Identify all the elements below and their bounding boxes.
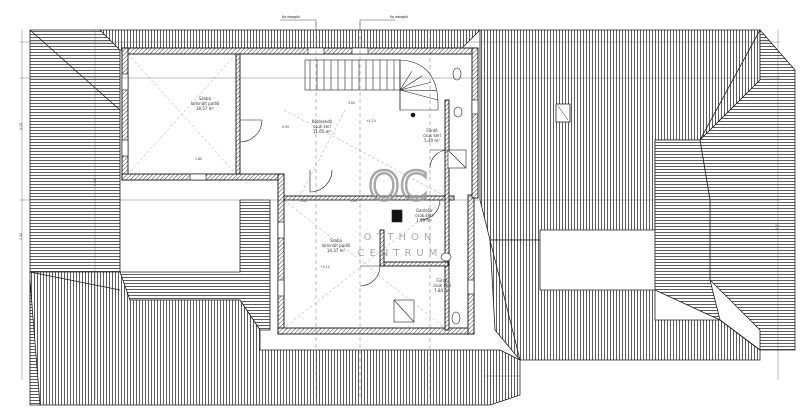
svg-text:14,37 m²: 14,37 m² — [327, 248, 346, 253]
roof-plan — [29, 28, 796, 406]
sink-2 — [440, 252, 452, 262]
watermark-line1: OTTHON — [364, 232, 437, 243]
dim-6: 1.20 — [93, 179, 97, 186]
svg-text:Fürdő: Fürdő — [436, 278, 448, 283]
wall-left — [121, 47, 129, 181]
room-furdo-1: Fürdő csúk kerí 5,49 m² — [423, 128, 442, 143]
dim-4: 2.60 — [300, 199, 307, 203]
roof-bottom-left-hip — [29, 279, 41, 406]
roof-top-center — [99, 29, 481, 51]
window-right-2 — [467, 279, 475, 295]
dim-5: 0.90 — [282, 125, 289, 129]
dimension-lines — [20, 22, 780, 400]
toilet-1 — [452, 67, 462, 81]
door-arc-2 — [309, 169, 333, 193]
level-mark-3: +4.10 — [405, 195, 415, 199]
toilet-2 — [451, 311, 461, 325]
window-right-1 — [471, 99, 479, 115]
wall-right-lower — [467, 194, 475, 335]
watermark-line2: CENTRUM — [358, 248, 443, 259]
room-diagonals — [127, 53, 446, 329]
room-szoba-2: Szoba laminált padló 14,37 m² — [322, 238, 351, 253]
dim-1: 3.60 — [348, 101, 355, 105]
room-szoba-1: Szoba laminált padló 18,57 m² — [191, 96, 220, 111]
dim-3: 3.80 — [350, 199, 357, 203]
room-kozlekedo: Közlekedő csúk kerí 11,65 m² — [312, 119, 333, 134]
svg-text:5,49 m²: 5,49 m² — [424, 138, 440, 143]
level-mark-1: +4.10 — [366, 119, 376, 123]
cabinet — [391, 209, 403, 223]
svg-text:laminált padló: laminált padló — [191, 101, 220, 106]
bathroom-fixtures — [391, 67, 467, 325]
callout-left: Ko dwaglki — [282, 15, 300, 19]
svg-text:7,84 m²: 7,84 m² — [434, 288, 450, 293]
svg-text:Közlekedő: Közlekedő — [312, 119, 333, 124]
svg-text:Szoba: Szoba — [199, 96, 212, 101]
svg-text:csúk kerí: csúk kerí — [415, 213, 434, 218]
svg-text:csúk kerí: csúk kerí — [313, 124, 332, 129]
wall-partition-1 — [235, 53, 241, 175]
sink-1 — [453, 106, 463, 118]
watermark: OC OTTHON CENTRUM — [358, 163, 443, 259]
wall-partition-4 — [379, 261, 449, 267]
svg-text:1,99 m²: 1,99 m² — [416, 218, 432, 223]
door-arc-1 — [239, 119, 263, 143]
svg-text:18,57 m²: 18,57 m² — [196, 106, 215, 111]
dim-9: 3.45 — [775, 223, 779, 230]
roof-top-left — [29, 29, 121, 273]
roof-right-hip — [699, 28, 796, 351]
window-inner-2 — [277, 279, 285, 297]
room-labels: Szoba laminált padló 18,57 m² Közlekedő … — [191, 96, 452, 293]
svg-text:Fürdő: Fürdő — [426, 128, 438, 133]
level-marks: +4.10 +4.10 +4.10 — [320, 119, 415, 269]
callout-right: Ko dwaglki — [390, 15, 408, 19]
wall-inner-left — [277, 173, 285, 335]
dimension-labels: 3.60 1.80 3.80 2.60 0.90 1.20 2.40 4.10 … — [19, 101, 779, 240]
svg-text:Szoba: Szoba — [330, 238, 343, 243]
wall-right-upper — [471, 47, 479, 199]
window-left-1 — [121, 73, 129, 91]
svg-text:csúk kerí: csúk kerí — [423, 133, 442, 138]
callouts: Ko dwaglki Ko dwaglki — [280, 15, 408, 30]
watermark-logo: OC — [368, 164, 427, 210]
window-left-2 — [121, 139, 129, 157]
dim-8: 4.10 — [19, 123, 23, 130]
room-gardrob: Gardrób csúk kerí 1,99 m² — [415, 208, 434, 223]
svg-text:11,65 m²: 11,65 m² — [313, 129, 332, 134]
svg-text:laminált padló: laminált padló — [322, 243, 351, 248]
wall-partition-5 — [379, 229, 385, 267]
window-inner-1 — [277, 221, 285, 239]
dim-7: 2.40 — [19, 233, 23, 240]
dim-2: 1.80 — [195, 157, 202, 161]
level-mark-2: +4.10 — [320, 265, 330, 269]
floor-area — [125, 52, 475, 330]
svg-text:Gardrób: Gardrób — [416, 208, 433, 213]
door-arc-3 — [359, 265, 381, 287]
roof-right-wing — [654, 139, 721, 321]
wall-partition-3 — [444, 99, 450, 331]
wall-top — [121, 47, 479, 55]
staircase — [304, 59, 439, 118]
room-furdo-2: Fürdő csúk kerí 7,84 m² — [433, 278, 452, 293]
window-bottom-1 — [189, 173, 207, 181]
svg-text:csúk kerí: csúk kerí — [433, 283, 452, 288]
